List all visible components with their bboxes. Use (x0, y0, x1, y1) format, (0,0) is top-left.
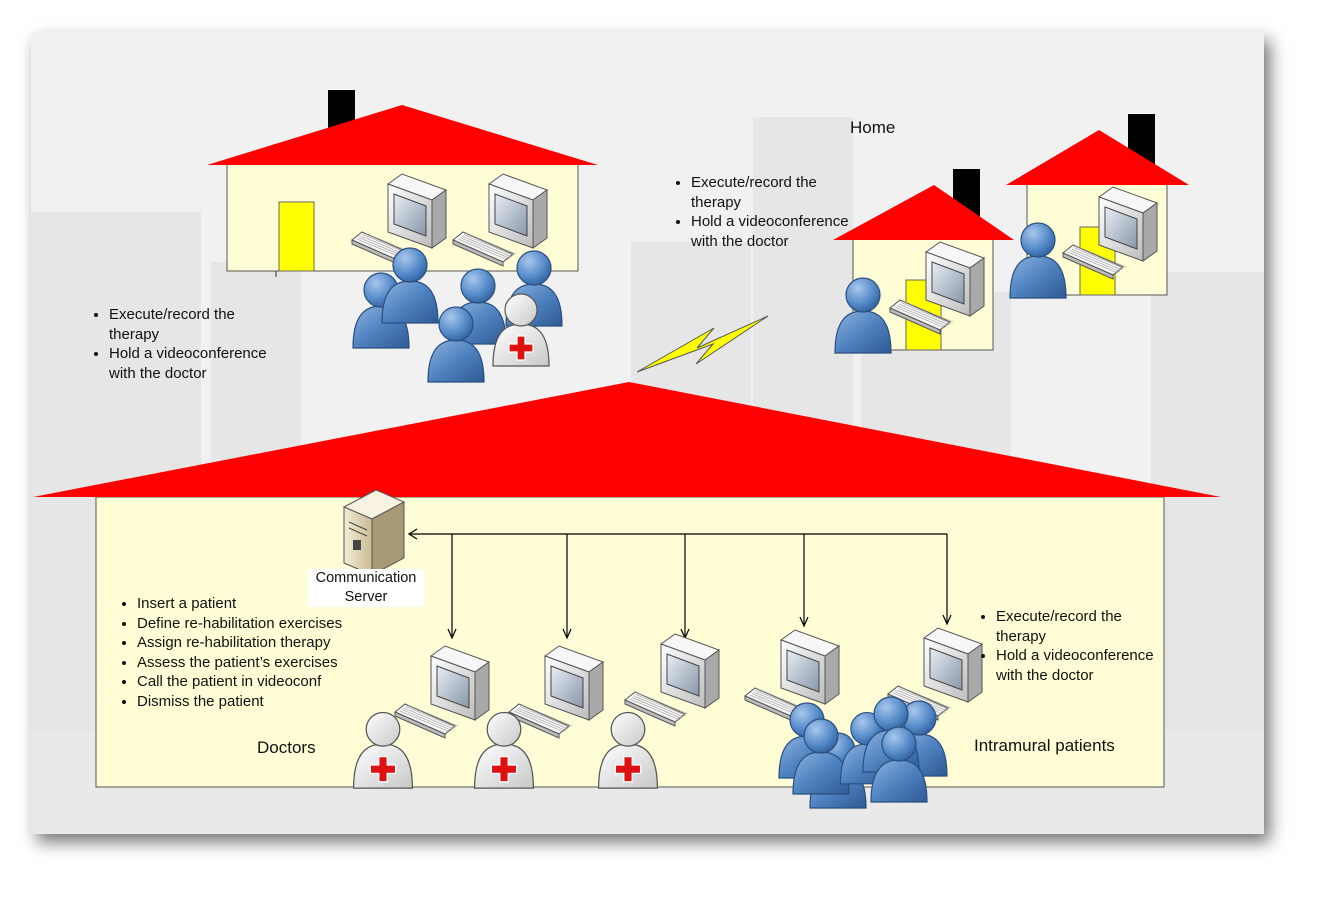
server-label-line2: Server (344, 589, 388, 605)
computer-icon (744, 629, 841, 723)
intramural-task-item: Hold a videoconference with the doctor (996, 646, 1168, 685)
home-label: Home (850, 118, 896, 137)
server-label: Communication Server (308, 569, 424, 607)
doctor-task-item: Define re-habilitation exercises (137, 614, 369, 634)
computer-icon (889, 241, 986, 335)
intramural-patients-label: Intramural patients (974, 736, 1115, 755)
home-task-item: Hold a videoconference with the doctor (691, 212, 853, 251)
doctor-task-item: Assign re-habilitation therapy (137, 633, 369, 653)
computer-icon (351, 173, 448, 267)
communication-server-icon (342, 489, 406, 576)
clinic-task-list: Execute/record the therapy Hold a videoc… (81, 305, 281, 383)
diagram-canvas: Home Execute/record the therapy Hold a v… (31, 32, 1264, 834)
computer-icon (1062, 186, 1159, 280)
house-roof (833, 185, 1014, 240)
keyboard-icon (508, 703, 573, 739)
doctors-label: Doctors (257, 738, 316, 757)
doctor-task-item: Insert a patient (137, 594, 369, 614)
wireless-link-icon (636, 315, 769, 373)
clinic-task-item: Hold a videoconference with the doctor (109, 344, 281, 383)
computer-icon (624, 633, 721, 727)
clinic-task-item: Execute/record the therapy (109, 305, 281, 344)
doctor-icon (492, 293, 550, 367)
doctor-task-item: Dismiss the patient (137, 692, 369, 712)
home-task-list: Execute/record the therapy Hold a videoc… (663, 173, 853, 251)
house-roof (1006, 130, 1189, 185)
server-label-line1: Communication (315, 570, 417, 586)
computer-icon (452, 173, 549, 267)
doctor-icon (352, 711, 414, 789)
keyboard-icon (394, 703, 459, 739)
doctor-icon (597, 711, 659, 789)
patient-icon (1009, 222, 1067, 299)
intramural-task-item: Execute/record the therapy (996, 607, 1168, 646)
network-lines (407, 528, 952, 640)
patient-icon (834, 277, 892, 354)
doctor-task-list: Insert a patient Define re-habilitation … (109, 594, 369, 711)
keyboard-icon (889, 299, 954, 335)
keyboard-icon (452, 231, 517, 267)
keyboard-icon (624, 691, 689, 727)
house-roof (207, 105, 598, 165)
doctor-icon (473, 711, 535, 789)
keyboard-icon (1062, 244, 1127, 280)
patient-icon (792, 718, 850, 795)
intramural-task-list: Execute/record the therapy Hold a videoc… (968, 607, 1168, 685)
patient-icon (870, 726, 928, 803)
hospital-roof (33, 382, 1221, 497)
computer-icon (394, 645, 491, 739)
patient-icon (381, 247, 439, 324)
patient-icon (427, 306, 485, 383)
computer-icon (508, 645, 605, 739)
doctor-task-item: Assess the patient’s exercises (137, 653, 369, 673)
diagram-svg (31, 90, 1264, 834)
home-task-item: Execute/record the therapy (691, 173, 853, 212)
house-door (278, 201, 315, 272)
doctor-task-item: Call the patient in videoconf (137, 672, 369, 692)
